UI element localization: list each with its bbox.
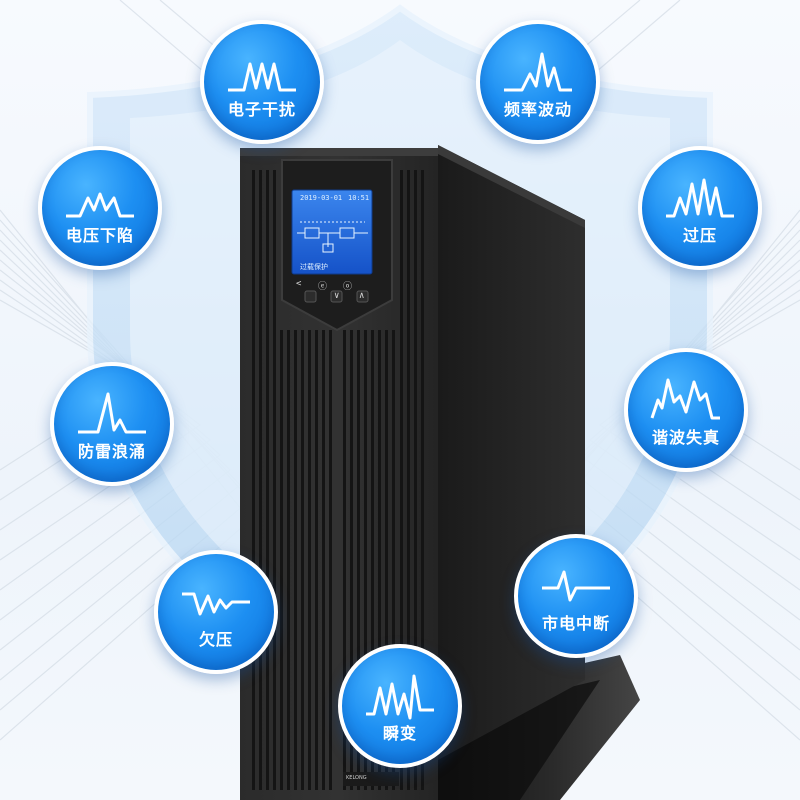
- panel-button-power-glyph: ⓔ: [318, 282, 328, 292]
- waveform-surge-icon: [78, 392, 146, 434]
- cabinet-side: [438, 145, 585, 760]
- lcd-time: 10:51: [348, 194, 370, 202]
- panel-button-left-glyph: <: [296, 279, 302, 289]
- waveform-outage-icon: [542, 570, 610, 602]
- badge-outage: 市电中断: [514, 534, 638, 658]
- badge-surge-label: 防雷浪涌: [77, 442, 146, 461]
- badge-emi-label: 电子干扰: [227, 100, 296, 119]
- panel-button-off-glyph: ⓞ: [343, 282, 353, 292]
- panel-buttons: [304, 290, 369, 303]
- badge-harmonic-label: 谐波失真: [651, 428, 720, 447]
- panel-button-down-glyph: ∨: [334, 291, 340, 301]
- badge-emi: 电子干扰: [200, 20, 324, 144]
- badge-overvoltage: 过压: [638, 146, 762, 270]
- lcd-status: 过载保护: [300, 263, 328, 271]
- brand-logo-plate: [343, 772, 399, 786]
- lcd-flow-diagram: [297, 221, 368, 253]
- badge-voltage-sag-label: 电压下陷: [65, 226, 134, 245]
- badge-undervoltage-label: 欠压: [198, 630, 233, 649]
- waveform-harmonic-icon: [650, 378, 720, 420]
- lcd-screen: [291, 189, 373, 275]
- brand-logo: KELONG: [346, 775, 367, 781]
- badge-outage-label: 市电中断: [541, 614, 610, 633]
- waveform-overvoltage-icon: [666, 178, 734, 218]
- vent-slots: [252, 170, 424, 790]
- lcd-date: 2019-03-01: [300, 194, 343, 202]
- badge-overvoltage-label: 过压: [682, 226, 717, 245]
- badge-harmonic: 谐波失真: [624, 348, 748, 472]
- badge-transient-label: 瞬变: [382, 724, 417, 743]
- waveform-transient-icon: [366, 674, 434, 720]
- waveform-sag-icon: [66, 192, 134, 218]
- waveform-emi-icon: [228, 62, 296, 92]
- badge-undervoltage: 欠压: [154, 550, 278, 674]
- waveform-frequency-icon: [504, 52, 572, 92]
- badge-voltage-sag: 电压下陷: [38, 146, 162, 270]
- waveform-undervoltage-icon: [182, 592, 250, 616]
- badge-surge: 防雷浪涌: [50, 362, 174, 486]
- badge-frequency-label: 频率波动: [503, 100, 572, 119]
- badge-frequency: 频率波动: [476, 20, 600, 144]
- badge-transient: 瞬变: [338, 644, 462, 768]
- panel-button-up-glyph: ∧: [359, 291, 365, 301]
